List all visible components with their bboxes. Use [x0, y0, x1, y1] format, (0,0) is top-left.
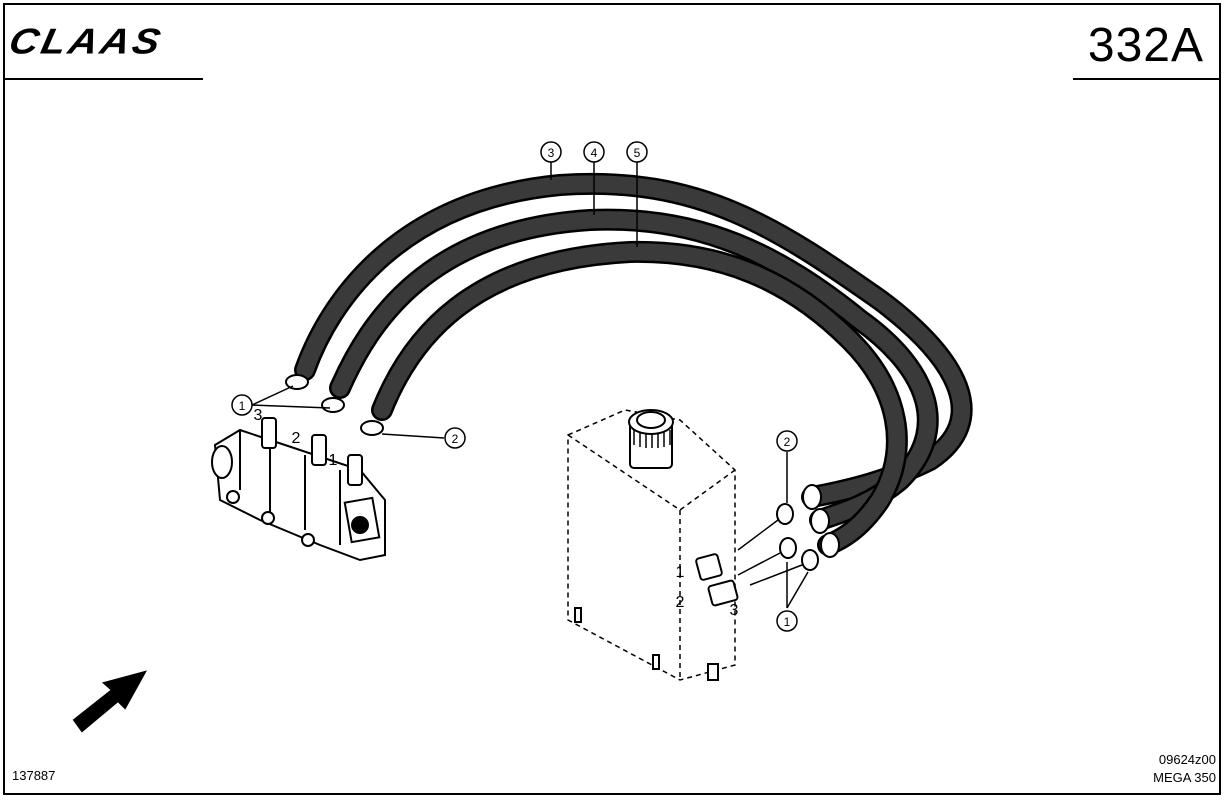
pump-port-2: 2 — [292, 430, 301, 447]
pump-port-3: 3 — [254, 407, 263, 424]
callout-clamp-left-1: 1 — [239, 399, 246, 413]
callout-hose-5: 5 — [634, 146, 641, 160]
callout-clamp-right-2: 2 — [784, 435, 791, 449]
tank-ports — [574, 553, 739, 681]
hose-5 — [371, 240, 908, 556]
callout-circle-4 — [583, 141, 605, 163]
hose-end-5 — [820, 532, 840, 558]
leader-lines — [251, 162, 809, 609]
header-rule-right — [1073, 78, 1221, 80]
header-rule-left — [3, 78, 203, 80]
hose-end-4 — [810, 508, 830, 534]
callout-hose-3: 3 — [548, 146, 555, 160]
callout-circle-left-1 — [231, 394, 253, 416]
oil-tank — [567, 409, 736, 681]
direction-arrow-icon — [72, 670, 148, 733]
page-number: 332A — [1087, 19, 1204, 72]
reference-code: 09624z00 — [1158, 752, 1216, 767]
tank-port-2: 2 — [676, 594, 685, 611]
clamp-tank-top — [776, 503, 794, 525]
model-name: MEGA 350 — [1153, 770, 1216, 785]
clamp-tank-low — [801, 549, 819, 571]
callout-circle-left-2 — [444, 427, 466, 449]
hydraulic-pump — [211, 374, 386, 562]
callout-circle-right-2 — [776, 430, 798, 452]
callout-circle-3 — [540, 141, 562, 163]
callout-clamp-left-2: 2 — [452, 432, 459, 446]
clamp-tank-mid — [779, 537, 797, 559]
tank-port-3: 3 — [730, 602, 739, 619]
pump-port-1: 1 — [329, 452, 338, 469]
callout-hose-4: 4 — [591, 146, 598, 160]
tank-filler-cap — [628, 409, 674, 469]
tank-port-1: 1 — [676, 564, 685, 581]
callout-circle-right-1 — [776, 610, 798, 632]
callout-clamp-right-1: 1 — [784, 615, 791, 629]
drawing-number: 137887 — [12, 768, 56, 783]
drawing-frame — [3, 3, 1221, 795]
callout-circle-5 — [626, 141, 648, 163]
hose-end-3 — [802, 484, 822, 510]
